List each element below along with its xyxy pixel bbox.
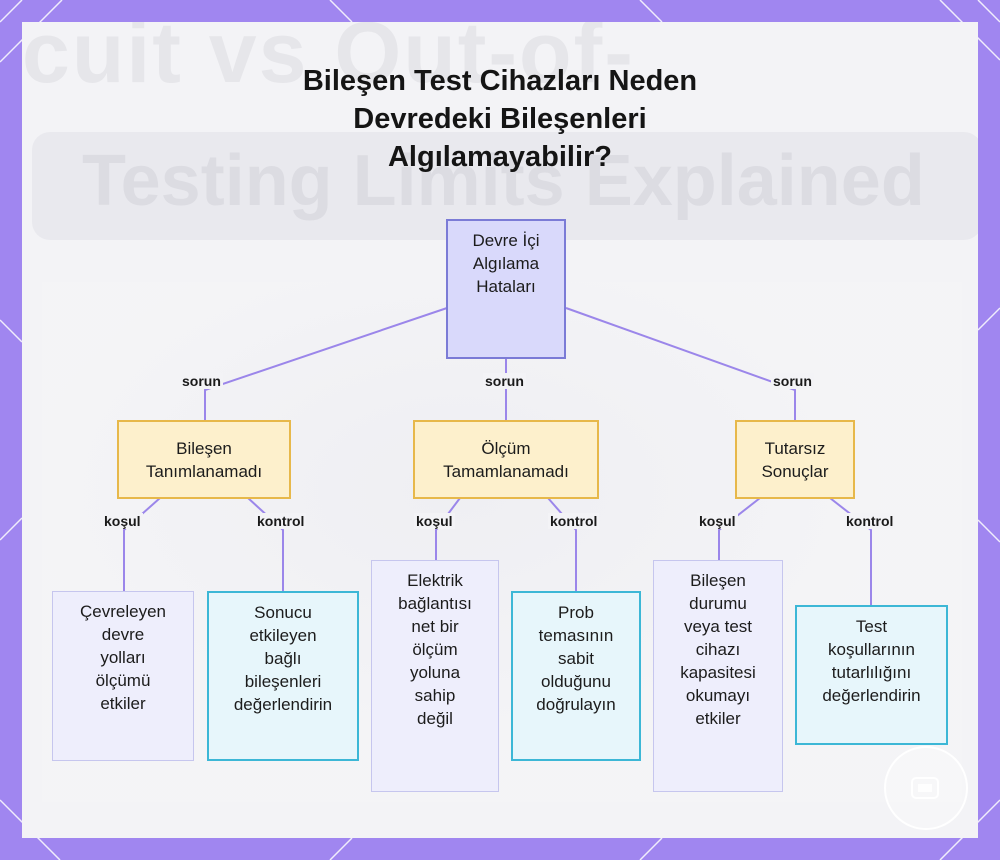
edge-label-branch-1: sorun (180, 373, 223, 389)
branch-node-2: Ölçüm Tamamlanamadı (413, 420, 599, 499)
leaf-node-b1-condition: Çevreleyen devre yolları ölçümü etkiler (52, 591, 194, 761)
watermark-logo (884, 746, 968, 830)
edge-label-b1-condition: koşul (102, 513, 143, 529)
link-branch-3-leaf-2 (829, 497, 872, 606)
link-root-branch-3 (565, 307, 796, 420)
leaf-node-b2-condition: Elektrik bağlantısı net bir ölçüm yoluna… (371, 560, 499, 792)
leaf-node-b3-condition: Bileşen durumu veya test cihazı kapasite… (653, 560, 783, 792)
link-branch-2-leaf-2 (547, 497, 577, 592)
link-branch-1-leaf-1 (123, 497, 161, 592)
edge-label-b3-check: kontrol (844, 513, 896, 529)
branch-node-1: Bileşen Tanımlanamadı (117, 420, 291, 499)
background-text-band: Testing Limits Explained (82, 141, 925, 221)
link-branch-1-leaf-2 (247, 497, 284, 592)
branch-node-3: Tutarsız Sonuçlar (735, 420, 855, 499)
edge-label-branch-2: sorun (483, 373, 526, 389)
root-node: Devre İçi Algılama Hataları (446, 219, 566, 359)
watermark-logo-icon (911, 777, 939, 799)
link-branch-2-leaf-1 (435, 497, 461, 560)
edge-label-b3-condition: koşul (697, 513, 738, 529)
leaf-node-b3-check: Test koşullarının tutarlılığını değerlen… (795, 605, 948, 745)
diagram-title: Bileşen Test Cihazları Neden Devredeki B… (302, 65, 698, 173)
edge-label-b2-check: kontrol (548, 513, 600, 529)
edge-label-branch-3: sorun (771, 373, 814, 389)
edge-label-b1-check: kontrol (255, 513, 307, 529)
leaf-node-b1-check: Sonucu etkileyen bağlı bileşenleri değer… (207, 591, 359, 761)
edge-label-b2-condition: koşul (414, 513, 455, 529)
link-branch-3-leaf-1 (718, 497, 761, 560)
leaf-node-b2-check: Prob temasının sabit olduğunu doğrulayın (511, 591, 641, 761)
background-text-top: cuit vs Out-of- (22, 22, 635, 101)
link-root-branch-1 (204, 307, 448, 420)
